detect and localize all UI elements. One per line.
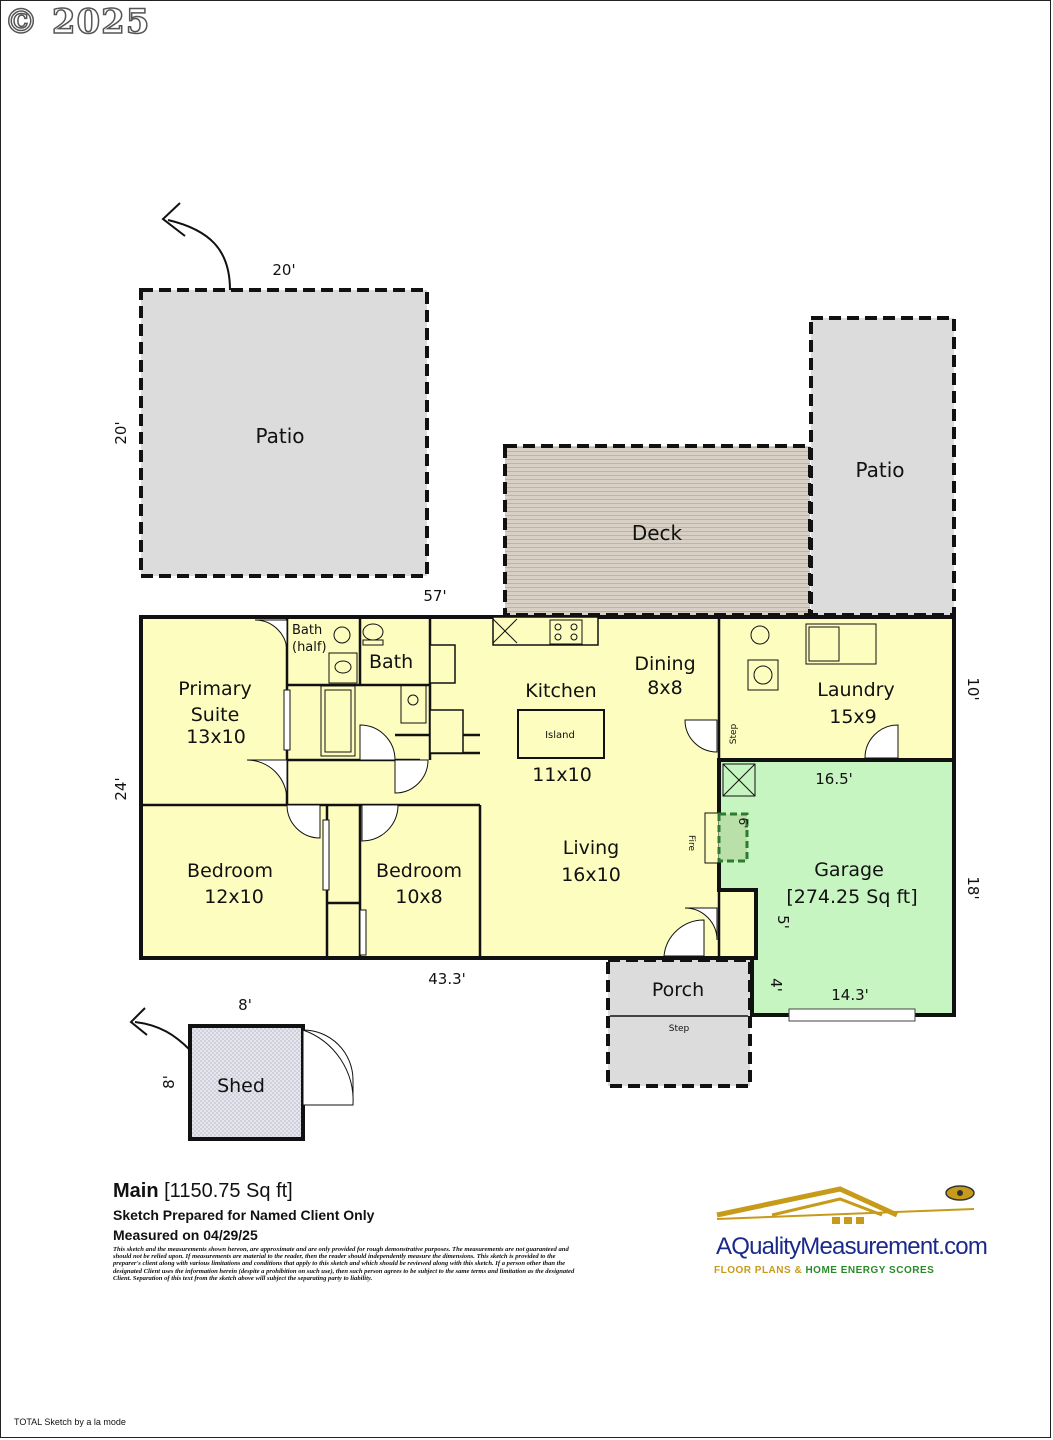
- total-sketch-credit: TOTAL Sketch by a la mode: [14, 1417, 126, 1427]
- laundry-label-2: 15x9: [829, 706, 877, 728]
- kitchen-size-label: 11x10: [532, 764, 592, 786]
- patio-left: [139, 288, 429, 578]
- sketch-footer: Main [1150.75 Sq ft] Sketch Prepared for…: [113, 1180, 613, 1282]
- copyright-watermark: © 2025: [3, 1, 151, 43]
- primary-label-3: 13x10: [186, 726, 246, 748]
- main-area: [1150.75 Sq ft]: [164, 1180, 293, 1202]
- porch-label: Porch: [652, 979, 704, 1001]
- dim-garage-side: 18': [964, 876, 982, 899]
- dim-laundry-side: 10': [964, 677, 982, 700]
- disclaimer-text: This sketch and the measurements shown h…: [113, 1246, 575, 1282]
- main-label: Main: [113, 1180, 159, 1202]
- step-dining-label: Step: [729, 723, 739, 744]
- logo-sub-left: FLOOR PLANS &: [714, 1265, 803, 1276]
- dim-shed-side: 8': [160, 1075, 178, 1089]
- shed-label: Shed: [217, 1075, 265, 1097]
- dim-house-bottom: 43.3': [428, 970, 466, 988]
- living-label-2: 16x10: [561, 864, 621, 886]
- porch: [606, 958, 752, 1088]
- company-logo: AQualityMeasurement.com FLOOR PLANS & HO…: [712, 1185, 988, 1290]
- laundry-label-1: Laundry: [817, 679, 894, 701]
- bedroom-1-label-1: Bedroom: [187, 860, 273, 882]
- dim-house-side: 24': [112, 777, 130, 800]
- logo-subtitle: FLOOR PLANS & HOME ENERGY SCORES: [714, 1265, 934, 1276]
- north-arrow-icon: [167, 219, 231, 291]
- measured-date: Measured on 04/29/25: [113, 1227, 258, 1243]
- island-label: Island: [545, 730, 575, 741]
- living-label-1: Living: [563, 837, 620, 859]
- patio-right: [809, 316, 956, 617]
- dim-garage-5: 5': [774, 915, 792, 929]
- main-area-line: Main [1150.75 Sq ft]: [113, 1180, 613, 1203]
- dim-garage-bottom: 14.3': [831, 986, 869, 1004]
- bath-half-label-2: (half): [292, 640, 327, 655]
- logo-sub-right: HOME ENERGY SCORES: [805, 1265, 935, 1276]
- bedroom-2-label-2: 10x8: [395, 886, 443, 908]
- fire-label: Fire: [686, 835, 696, 852]
- garage-label-2: [274.25 Sq ft]: [786, 886, 917, 908]
- dim-overall-top: 57': [423, 587, 446, 605]
- north-arrow-icon-2: [134, 1021, 191, 1051]
- deck-label: Deck: [632, 521, 683, 545]
- dim-garage-top: 16.5': [815, 770, 853, 788]
- bedroom-1-label-2: 12x10: [204, 886, 264, 908]
- garage-label-1: Garage: [814, 859, 884, 881]
- kitchen-label: Kitchen: [525, 680, 596, 702]
- dim-garage-4: 4': [767, 978, 785, 992]
- patio-left-label: Patio: [255, 424, 304, 448]
- dining-label-2: 8x8: [647, 677, 682, 699]
- bath-label: Bath: [369, 651, 413, 673]
- logo-name: AQualityMeasurement.com: [716, 1233, 988, 1260]
- dim-patio-side: 20': [112, 421, 130, 444]
- prepared-note: Sketch Prepared for Named Client Only: [113, 1207, 375, 1223]
- dining-label-1: Dining: [634, 653, 695, 675]
- dim-shed-top: 8': [238, 996, 252, 1014]
- bedroom-2-label-1: Bedroom: [376, 860, 462, 882]
- patio-right-label: Patio: [855, 458, 904, 482]
- step-porch-label: Step: [669, 1024, 690, 1034]
- primary-label-2: Suite: [191, 704, 240, 726]
- primary-label-1: Primary: [178, 678, 251, 700]
- house-roof-icon: [716, 1185, 975, 1224]
- dim-patio-top: 20': [272, 261, 295, 279]
- dim-fireplace: 6': [736, 818, 750, 829]
- bath-half-label: Bath: [292, 623, 322, 638]
- garage: [717, 758, 956, 1017]
